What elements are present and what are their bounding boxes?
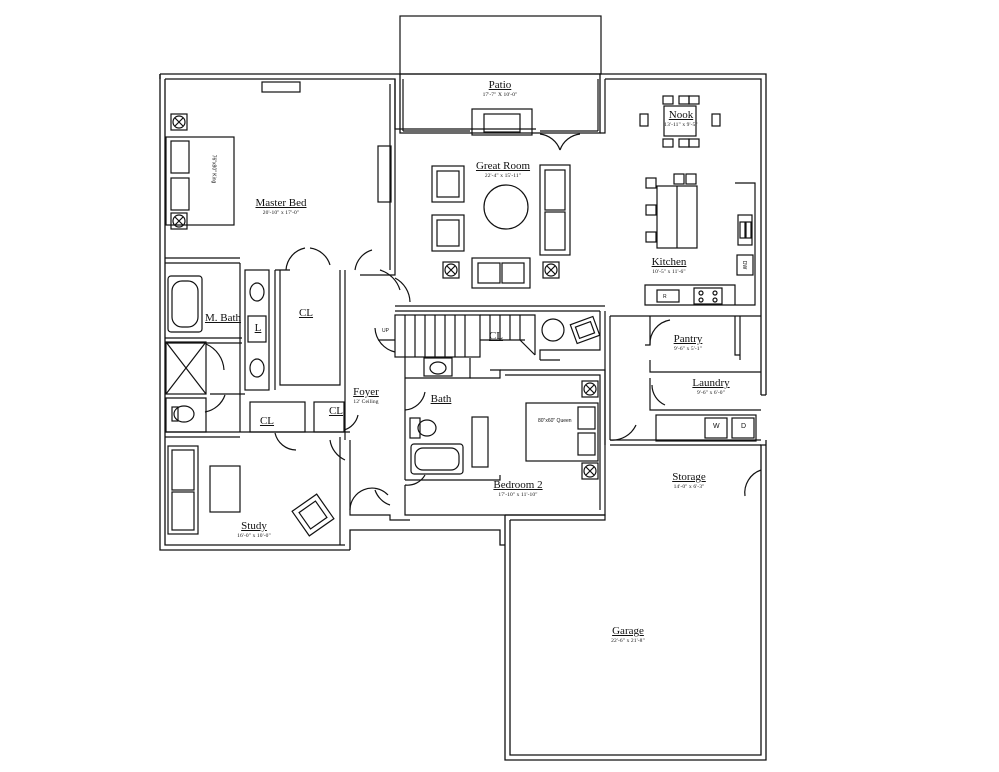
room-dims: 22'-4" x 15'-11" xyxy=(484,173,522,179)
room-foyer: Foyer 12' Ceiling xyxy=(353,387,379,406)
room-bedroom-2: Bedroom 2 17'-10" x 11'-10" xyxy=(493,480,542,499)
room-great-room: Great Room 22'-4" x 15'-11" xyxy=(476,161,530,180)
room-name: M. Bath xyxy=(204,312,242,324)
patio-rail xyxy=(402,79,599,132)
fireplace xyxy=(471,108,533,136)
room-dims: 16'-0" x 10'-0" xyxy=(237,533,271,539)
room-cl-foyer-a: CL xyxy=(260,416,274,427)
room-cl-master: CL xyxy=(299,308,313,319)
room-garage: Garage 22'-6" x 21'-8" xyxy=(611,626,645,645)
room-patio: Patio 17'-7" X 10'-0" xyxy=(483,80,518,99)
stairs xyxy=(394,314,536,358)
room-study: Study 16'-0" x 10'-0" xyxy=(237,521,271,540)
dishwasher-label: DW xyxy=(741,260,748,270)
room-bath: Bath xyxy=(431,394,452,405)
bath-tub-small xyxy=(410,443,464,475)
vanity xyxy=(244,269,270,391)
room-name: Storage xyxy=(672,471,706,483)
range-label: R xyxy=(663,294,667,300)
room-m-bath: M. Bath xyxy=(205,313,241,324)
king-bed-shape xyxy=(165,136,235,226)
room-dims: 22'-6" x 21'-8" xyxy=(611,638,645,644)
room-name: CL xyxy=(328,405,344,417)
washer-dryer xyxy=(655,414,757,442)
room-master-bed: Master Bed 20'-10" x 17'-0" xyxy=(255,198,306,217)
nook-table xyxy=(639,95,721,148)
bathtub xyxy=(167,275,203,333)
room-dims: 12' Ceiling xyxy=(353,399,379,405)
room-name: Study xyxy=(241,520,267,532)
room-name: CL xyxy=(259,415,275,427)
room-name: Garage xyxy=(612,625,644,637)
patio-cover xyxy=(399,15,602,75)
room-name: CL xyxy=(488,330,504,342)
room-name: Master Bed xyxy=(255,197,307,209)
room-name: Laundry xyxy=(692,377,730,389)
room-nook: Nook 13'-11" x 9'-5" xyxy=(664,110,697,129)
armchair-icon xyxy=(291,493,335,537)
room-dims: 20'-10" x 17'-0" xyxy=(262,210,300,216)
room-dims: 13'-11" x 9'-5" xyxy=(664,122,698,128)
washer-label: W xyxy=(713,423,720,430)
queen-bed-label: 80"x60" Queen xyxy=(538,418,572,424)
dryer-label: D xyxy=(741,423,747,430)
room-linen: L xyxy=(255,323,262,334)
sofa xyxy=(167,445,199,535)
shower xyxy=(165,341,207,395)
room-name: L xyxy=(254,322,262,334)
room-kitchen: Kitchen 10'-5" x 11'-6" xyxy=(652,257,687,276)
queen-bed-shape xyxy=(525,402,599,462)
room-dims: 17'-10" x 11'-10" xyxy=(498,492,538,498)
room-pantry: Pantry 9'-6" x 5'-1" xyxy=(674,334,703,353)
room-cl-stair: CL xyxy=(489,331,503,342)
room-storage: Storage 14'-0" x 6'-3" xyxy=(672,472,706,491)
range-icon xyxy=(693,287,723,305)
nightstand-icon xyxy=(170,113,188,230)
room-dims: 9'-6" x 5'-1" xyxy=(674,346,702,352)
study-table xyxy=(209,465,241,513)
stair-up-label: UP xyxy=(382,328,389,334)
room-dims: 14'-0" x 6'-3" xyxy=(673,484,705,490)
kitchen-island xyxy=(645,173,698,249)
room-name: Foyer xyxy=(353,386,379,398)
room-dims: 17'-7" X 10'-0" xyxy=(482,92,518,98)
room-dims: 9'-6" x 6'-0" xyxy=(697,390,725,396)
room-cl-foyer-b: CL xyxy=(329,406,343,417)
kitchen-counter xyxy=(644,182,756,306)
room-dims: 10'-5" x 11'-6" xyxy=(652,269,686,275)
room-name: Great Room xyxy=(475,160,531,172)
great-room-furniture xyxy=(431,164,571,289)
room-name: Bath xyxy=(430,393,452,405)
king-bed-label: 76"x80" King xyxy=(210,154,217,184)
room-name: Nook xyxy=(668,109,694,121)
room-name: CL xyxy=(298,307,314,319)
exterior-walls xyxy=(159,73,767,761)
room-name: Pantry xyxy=(673,333,703,345)
room-name: Patio xyxy=(488,79,512,91)
room-laundry: Laundry 9'-6" x 6'-0" xyxy=(692,378,729,397)
room-name: Bedroom 2 xyxy=(493,479,543,491)
room-name: Kitchen xyxy=(651,256,687,268)
